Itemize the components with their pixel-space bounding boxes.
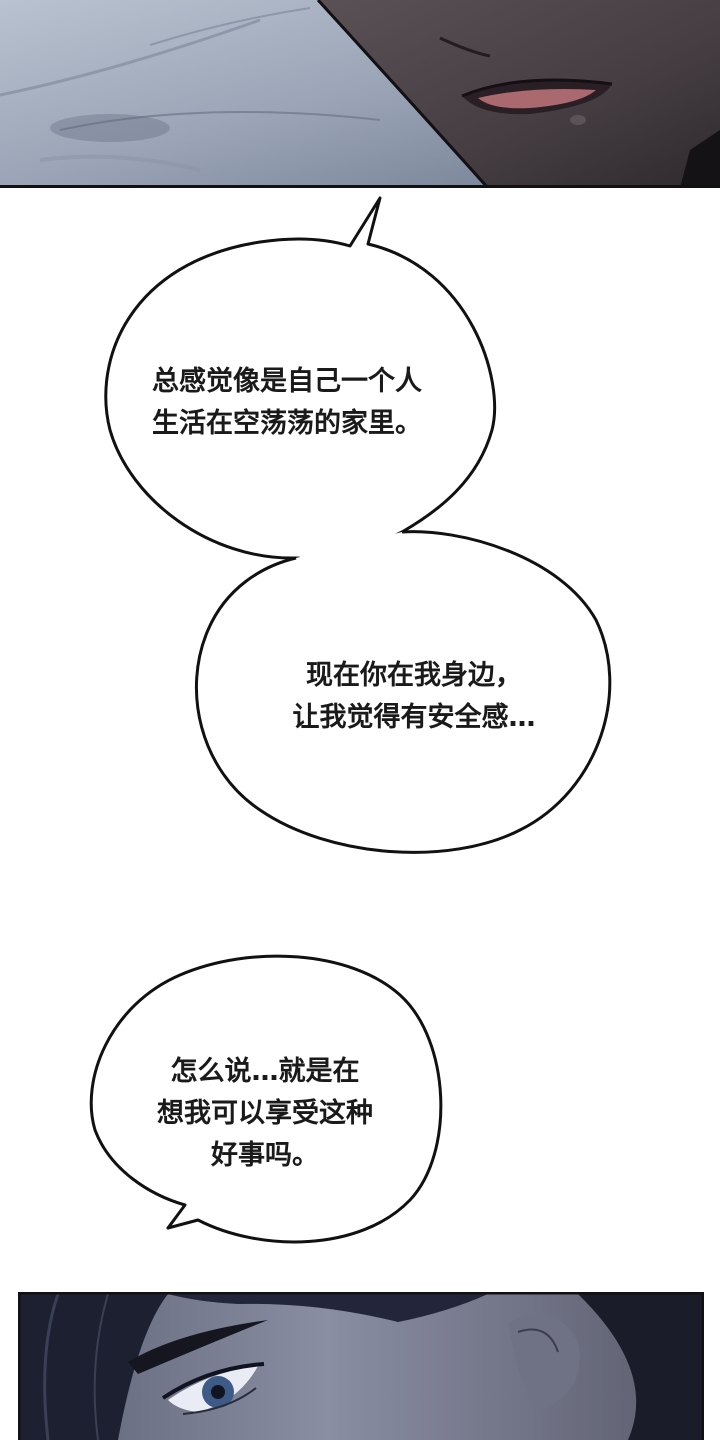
speech-bubble-2-shape [195,530,612,854]
bubble-1-line-2: 生活在空荡荡的家里。 [152,408,422,439]
top-comic-panel [0,0,720,188]
speech-bubble-3-text: 怎么说…就是在想我可以享受这种好事吗。 [130,1051,400,1177]
bubble-3-line-1: 怎么说…就是在 [170,1056,360,1087]
bottom-comic-panel [18,1292,704,1440]
speech-bubble-3-shape [89,954,443,1244]
speech-bubble-2-text: 现在你在我身边， 让我觉得有安全感… [264,655,564,739]
top-panel-artwork [0,0,720,188]
speech-bubble-1-text: 总感觉像是自己一个人 生活在空荡荡的家里。 [152,361,422,445]
bottom-panel-artwork [18,1292,704,1440]
bubble-2-line-2: 让我觉得有安全感… [292,702,536,733]
bubble-3-line-2: 想我可以享受这种 [157,1098,373,1129]
bubble-1-line-1: 总感觉像是自己一个人 [152,366,422,397]
bubble-3-line-3: 好事吗。 [211,1140,319,1171]
bubble-2-line-1: 现在你在我身边， [306,660,522,691]
